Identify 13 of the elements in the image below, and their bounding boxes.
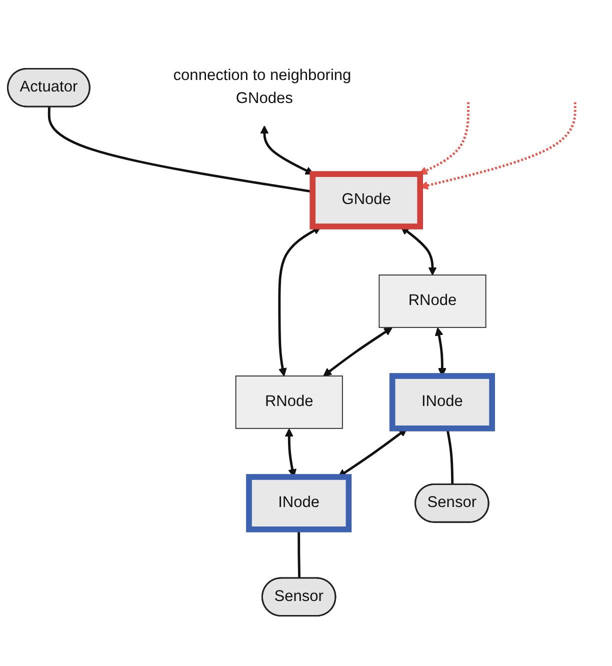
arrow [400,226,437,276]
connector [298,530,301,579]
node-box: GNode [310,171,423,230]
node-text: connection to neighboring GNodes [173,67,352,108]
arrow [420,102,576,190]
connector [48,107,313,194]
node-box: RNode [378,274,486,328]
arrow [260,126,314,175]
node-box: INode [246,474,352,533]
node-box: INode [389,373,495,432]
arrow [418,102,470,175]
arrow [323,327,392,377]
node-box: RNode [235,376,343,430]
